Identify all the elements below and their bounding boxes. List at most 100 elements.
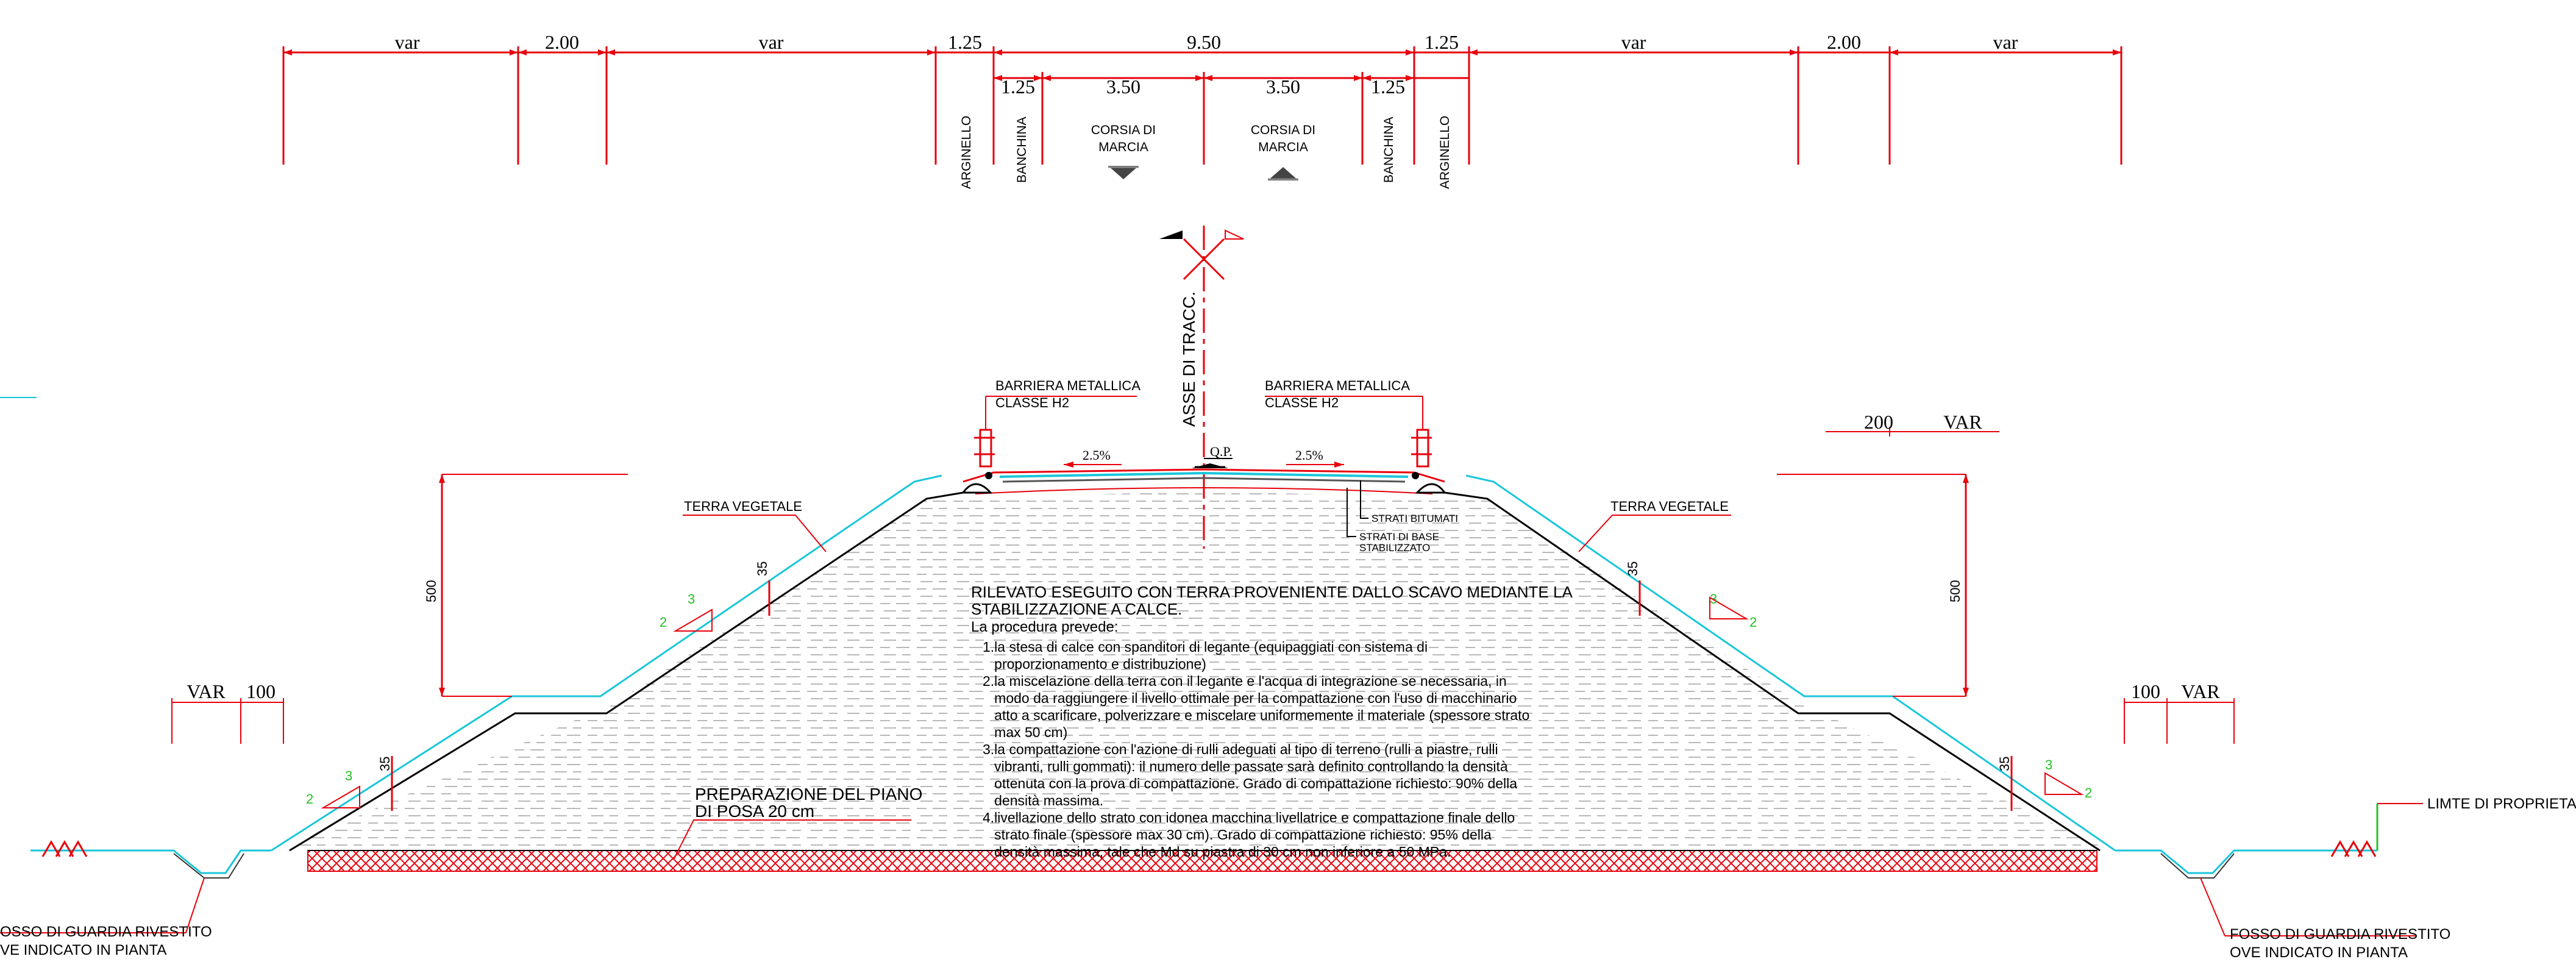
ratio-2-3: 3 <box>345 768 352 783</box>
dim-top-1: 2.00 <box>545 31 579 53</box>
dim-top-2: var <box>759 31 784 53</box>
notes-line: vibranti, rulli gommati): il numero dell… <box>983 758 1508 774</box>
preparazione-line2: DI POSA 20 cm <box>695 802 814 821</box>
embankment <box>271 474 2116 872</box>
var-right: VAR <box>2181 680 2220 702</box>
dim-sub-3: 1.25 <box>1371 76 1405 98</box>
lane-left-line2: MARCIA <box>1098 140 1148 154</box>
thickness-1: 35 <box>755 562 770 576</box>
lane-right-line2: MARCIA <box>1258 140 1308 154</box>
notes-line: 1.la stesa di calce con spanditori di le… <box>983 639 1428 655</box>
height-left: 500 <box>424 580 439 602</box>
barrier-right-icon <box>1265 396 1432 468</box>
notes-line: strato finale (spessore max 30 cm). Grad… <box>983 827 1492 843</box>
ratio-2-2: 2 <box>306 791 313 807</box>
d200-top: 200 <box>1864 411 1893 433</box>
barrier-left-icon <box>974 396 1137 468</box>
side-dimension-left <box>171 698 284 744</box>
direction-down-icon <box>1108 166 1139 179</box>
thickness-2: 35 <box>1625 562 1640 576</box>
axis-label: ASSE DI TRACC. <box>1179 291 1198 427</box>
notes-line: 2.la miscelazione della terra con il leg… <box>983 673 1507 689</box>
notes-line: ottenuta con la prova di compattazione. … <box>983 776 1517 791</box>
d100-right: 100 <box>2131 680 2160 702</box>
dim-sub-1: 3.50 <box>1106 76 1140 98</box>
label-arginello-left: ARGINELLO <box>959 116 973 189</box>
notes-line: atto a scarificare, polverizzare e misce… <box>983 707 1529 723</box>
thickness-3: 35 <box>377 757 393 771</box>
terra-leaders <box>683 515 1731 552</box>
top-right-dimension <box>1826 427 1999 437</box>
label-arginello-right: ARGINELLO <box>1438 116 1452 189</box>
preparazione-line1: PREPARAZIONE DEL PIANO <box>695 785 922 804</box>
label-banchina-left: BANCHINA <box>1015 116 1029 183</box>
notes-title-1: RILEVATO ESEGUITO CON TERRA PROVENIENTE … <box>971 583 1573 601</box>
notes-line: densità massima. <box>983 793 1103 808</box>
direction-up-icon <box>1268 167 1298 180</box>
limite-label: LIMTE DI PROPRIETA' <box>2427 796 2576 812</box>
notes-intro: La procedura prevede: <box>971 619 1119 635</box>
notes-line: 3.la compattazione con l'azione di rulli… <box>983 741 1498 757</box>
strata-base-1: STRATI DI BASE <box>1359 531 1439 543</box>
ratio-1-3: 3 <box>688 591 695 607</box>
construction-notes: RILEVATO ESEGUITO CON TERRA PROVENIENTE … <box>971 583 1573 635</box>
dim-top-0: var <box>395 31 420 53</box>
dim-top-3: 1.25 <box>948 31 982 53</box>
fosso-right-line1: FOSSO DI GUARDIA RIVESTITO <box>2230 926 2450 943</box>
var-top: VAR <box>1943 411 1982 433</box>
notes-list: 1.la stesa di calce con spanditori di le… <box>983 639 1529 860</box>
fosso-right-line2: OVE INDICATO IN PIANTA <box>2230 944 2408 961</box>
dim-top-6: var <box>1621 31 1646 53</box>
side-dimension-right <box>2124 698 2235 744</box>
thickness-ticks <box>391 580 2013 811</box>
height-dimension-left <box>439 474 628 697</box>
ratio-1-2: 2 <box>660 615 667 630</box>
notes-line: modo da raggiungere il livello ottimale … <box>983 690 1517 706</box>
thickness-4: 35 <box>1997 757 2012 771</box>
dim-top-7: 2.00 <box>1827 31 1861 53</box>
ratio-4-2: 2 <box>2085 785 2092 801</box>
d100-left: 100 <box>246 680 276 702</box>
notes-line: max 50 cm) <box>983 724 1067 740</box>
slope-right: 2.5% <box>1295 448 1323 463</box>
notes-line: proporzionamento e distribuzione) <box>983 656 1206 672</box>
strata-leaders <box>1347 480 1368 537</box>
ground-right <box>2115 803 2423 936</box>
lane-right-line1: CORSIA DI <box>1251 123 1315 137</box>
barrier-left-line2: CLASSE H2 <box>995 395 1069 410</box>
var-left: VAR <box>187 680 226 702</box>
dim-top-4: 9.50 <box>1187 31 1221 53</box>
height-right: 500 <box>1948 580 1963 602</box>
road-pavement <box>961 463 1446 494</box>
strata-bitumati: STRATI BITUMATI <box>1372 513 1458 524</box>
height-dimension-right <box>1777 474 1969 697</box>
fosso-left-line1: OSSO DI GUARDIA RIVESTITO <box>0 924 212 940</box>
lane-left-line1: CORSIA DI <box>1091 123 1156 137</box>
ground-left <box>0 397 271 933</box>
qp-label: Q.P. <box>1210 444 1233 459</box>
top-dimension-chain <box>282 46 2122 165</box>
fosso-left-line2: VE INDICATO IN PIANTA <box>0 942 166 958</box>
barrier-right-line2: CLASSE H2 <box>1265 395 1339 410</box>
notes-line: 4.livellazione dello strato con idonea m… <box>983 810 1515 826</box>
notes-line: densità massima, tale che Md su piastra … <box>983 844 1451 860</box>
dim-top-8: var <box>1993 31 2018 53</box>
barrier-left-line1: BARRIERA METALLICA <box>995 378 1140 393</box>
ratio-3-3: 3 <box>1710 591 1717 607</box>
ratio-3-2: 2 <box>1749 615 1757 630</box>
ratio-triangles <box>321 596 2084 808</box>
ratio-4-3: 3 <box>2045 757 2052 772</box>
dim-sub-0: 1.25 <box>1001 76 1035 98</box>
label-banchina-right: BANCHINA <box>1382 116 1396 183</box>
slope-markers <box>1064 458 1344 468</box>
notes-title-2: STABILIZZAZIONE A CALCE. <box>971 600 1182 618</box>
dim-sub-2: 3.50 <box>1266 76 1300 98</box>
barrier-right-line1: BARRIERA METALLICA <box>1265 378 1410 393</box>
terra-left: TERRA VEGETALE <box>684 499 802 514</box>
terra-right: TERRA VEGETALE <box>1610 499 1729 514</box>
slope-left: 2.5% <box>1083 448 1111 463</box>
strata-base-2: STABILIZZATO <box>1359 542 1430 554</box>
dim-top-5: 1.25 <box>1425 31 1459 53</box>
preparazione-leader <box>673 819 911 860</box>
